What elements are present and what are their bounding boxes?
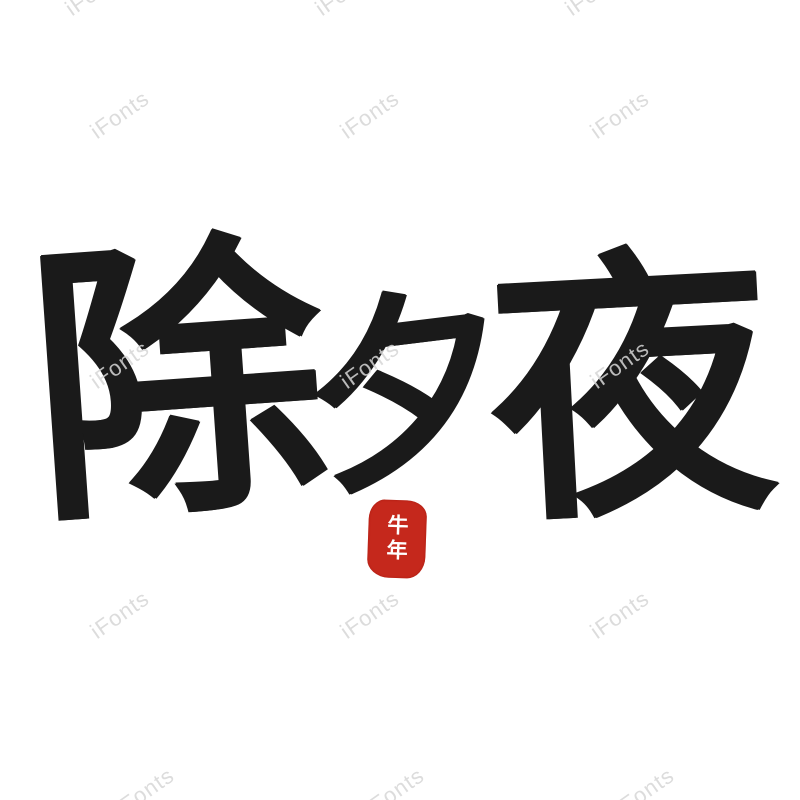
seal-text: 牛年 <box>383 513 411 565</box>
calligraphy-char-chu: 除 <box>20 200 336 563</box>
calligraphy-char-ye: 夜 <box>482 214 782 562</box>
seal-stamp: 牛年 <box>366 499 428 579</box>
